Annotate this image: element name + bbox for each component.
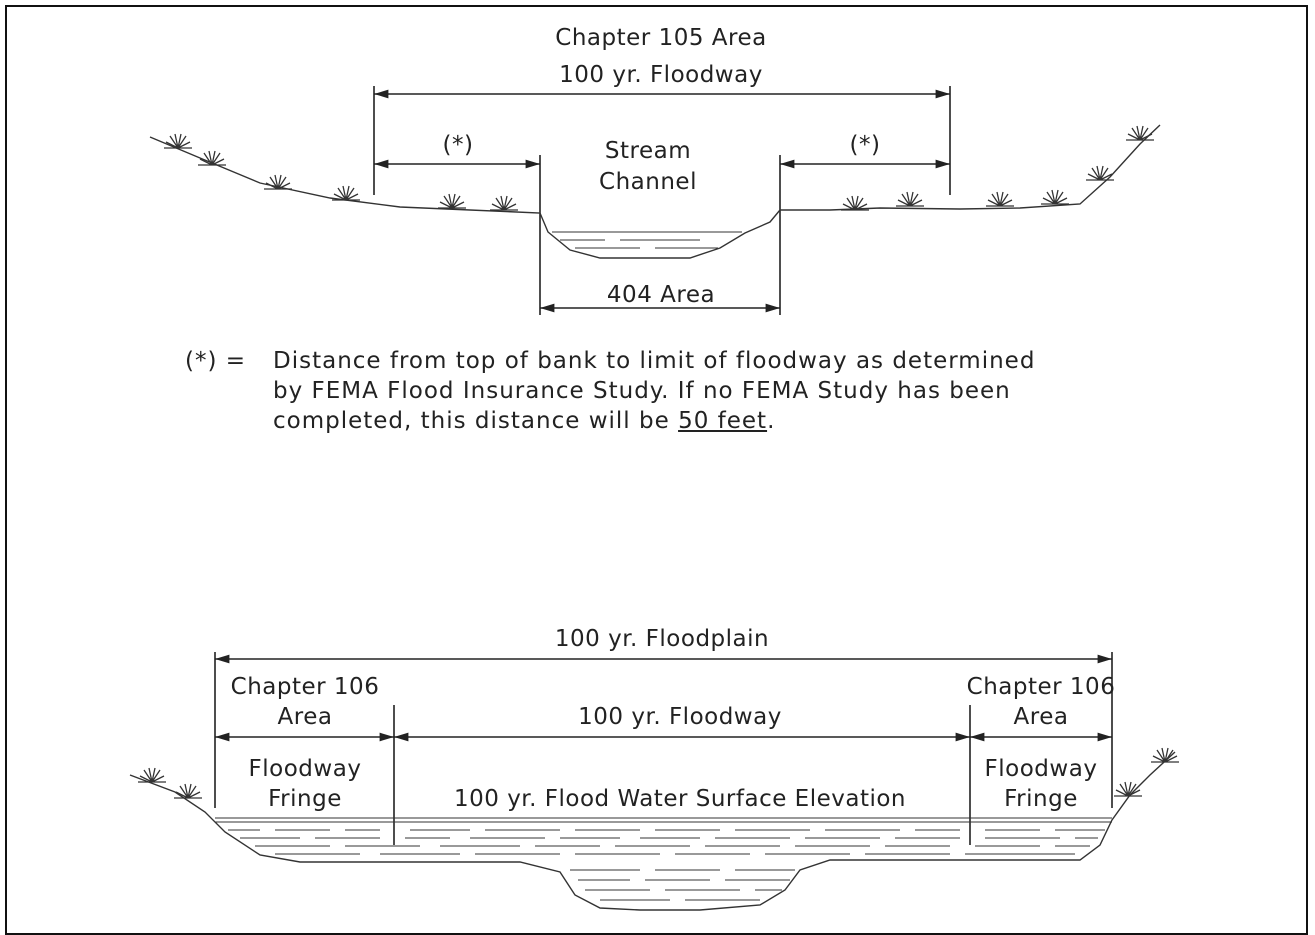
stream-label: Stream xyxy=(605,138,691,164)
bottom-floodway-label: 100 yr. Floodway xyxy=(578,704,782,730)
top-cross-section: Chapter 105 Area 100 yr. Floodway (*) (*… xyxy=(150,25,1160,315)
right-fringe-label-1: Floodway xyxy=(985,756,1098,782)
footnote-line-2: by FEMA Flood Insurance Study. If no FEM… xyxy=(273,376,1011,406)
left-setback-dimension xyxy=(374,155,540,315)
left-fringe-label-2: Fringe xyxy=(268,786,342,812)
bottom-cross-section: 100 yr. Floodplain Chapter 106 Area Chap… xyxy=(130,626,1179,910)
right-setback-label: (*) xyxy=(850,132,881,158)
right-fringe-label-2: Fringe xyxy=(1004,786,1078,812)
area-404-label: 404 Area xyxy=(607,282,715,308)
left-setback-label: (*) xyxy=(443,132,474,158)
footnote-line-3-text: completed, this distance will be xyxy=(273,408,678,434)
floodplain-title: 100 yr. Floodplain xyxy=(555,626,769,652)
floodway-title: 100 yr. Floodway xyxy=(559,62,763,88)
footnote-line-3: completed, this distance will be 50 feet… xyxy=(273,406,775,436)
top-channel-water xyxy=(552,232,742,248)
bottom-flood-water xyxy=(215,818,1112,900)
right-chapter-106-label: Chapter 106 xyxy=(967,674,1116,700)
footnote-marker: (*) = xyxy=(185,346,246,376)
left-chapter-106-label: Chapter 106 xyxy=(231,674,380,700)
water-surface-label: 100 yr. Flood Water Surface Elevation xyxy=(454,786,906,812)
left-fringe-label-1: Floodway xyxy=(249,756,362,782)
channel-label: Channel xyxy=(599,169,697,195)
right-setback-dimension xyxy=(780,155,950,315)
left-area-label: Area xyxy=(278,704,333,730)
footnote-period: . xyxy=(767,408,775,434)
footnote-distance: 50 feet xyxy=(678,408,767,434)
right-area-label: Area xyxy=(1014,704,1069,730)
chapter-105-title: Chapter 105 Area xyxy=(555,25,766,51)
footnote-line-1: Distance from top of bank to limit of fl… xyxy=(273,346,1035,376)
